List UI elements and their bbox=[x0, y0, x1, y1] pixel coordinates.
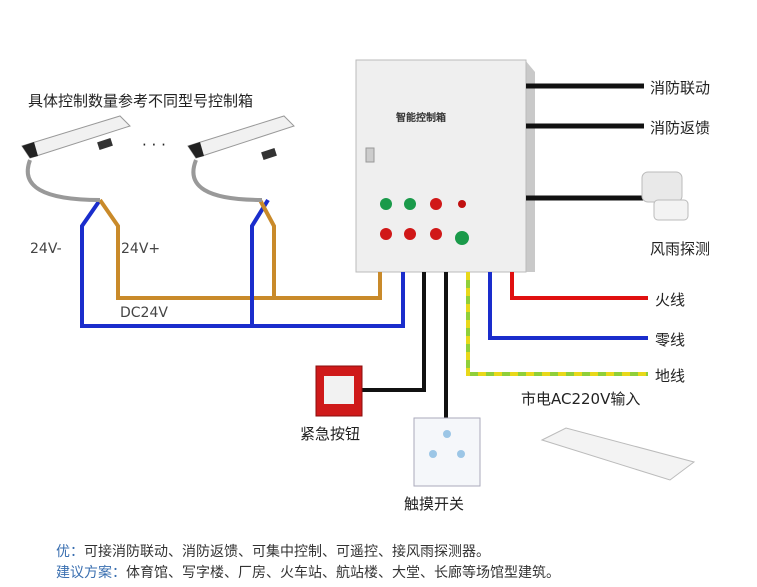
output-wires bbox=[526, 83, 644, 201]
label-wind-rain: 风雨探测 bbox=[650, 240, 711, 258]
label-neutral: 零线 bbox=[655, 331, 686, 349]
label-mains: 市电AC220V输入 bbox=[521, 390, 641, 408]
actuator-1 bbox=[21, 115, 131, 159]
dc-wires bbox=[80, 198, 405, 328]
label-dc24v: DC24V bbox=[120, 305, 168, 321]
label-24v-plus: 24V+ bbox=[121, 241, 161, 257]
label-emergency: 紧急按钮 bbox=[300, 425, 361, 443]
red-button-2[interactable] bbox=[380, 228, 392, 240]
label-touch-switch: 触摸开关 bbox=[404, 495, 465, 513]
label-live: 火线 bbox=[655, 291, 686, 309]
touch-switch-icon[interactable] bbox=[413, 417, 481, 487]
footer-suggest-text: 体育馆、写字楼、厂房、火车站、航站楼、大堂、长廊等场馆型建筑。 bbox=[126, 565, 560, 581]
red-button-4[interactable] bbox=[430, 228, 442, 240]
indicator-light bbox=[458, 200, 466, 208]
green-button-1[interactable] bbox=[380, 198, 392, 210]
ellipsis: · · · bbox=[142, 136, 166, 154]
control-box bbox=[355, 59, 535, 273]
label-24v-minus: 24V- bbox=[30, 241, 62, 257]
label-fire-link: 消防联动 bbox=[650, 79, 711, 97]
footer-suggest-key: 建议方案： bbox=[56, 565, 126, 581]
actuator-2 bbox=[187, 115, 295, 160]
label-fire-feedback: 消防返馈 bbox=[650, 119, 711, 137]
green-button-3[interactable] bbox=[455, 231, 469, 245]
actuator-title: 具体控制数量参考不同型号控制箱 bbox=[28, 92, 254, 110]
emergency-button-icon[interactable] bbox=[315, 365, 363, 417]
footer-advantage-text: 可接消防联动、消防返馈、可集中控制、可遥控、接风雨探测器。 bbox=[84, 544, 490, 560]
wind-rain-sensor-icon bbox=[641, 171, 689, 221]
footer-suggest: 建议方案：体育馆、写字楼、厂房、火车站、航站楼、大堂、长廊等场馆型建筑。 bbox=[56, 562, 560, 582]
remote-control-icon[interactable] bbox=[540, 427, 696, 481]
green-button-2[interactable] bbox=[404, 198, 416, 210]
device-wires bbox=[362, 272, 448, 420]
power-wires bbox=[466, 272, 648, 376]
box-title: 智能控制箱 bbox=[396, 113, 446, 124]
red-button-3[interactable] bbox=[404, 228, 416, 240]
footer-advantage: 优：可接消防联动、消防返馈、可集中控制、可遥控、接风雨探测器。 bbox=[56, 541, 490, 561]
red-button-1[interactable] bbox=[430, 198, 442, 210]
footer-advantage-key: 优： bbox=[56, 544, 84, 560]
label-ground: 地线 bbox=[655, 367, 686, 385]
